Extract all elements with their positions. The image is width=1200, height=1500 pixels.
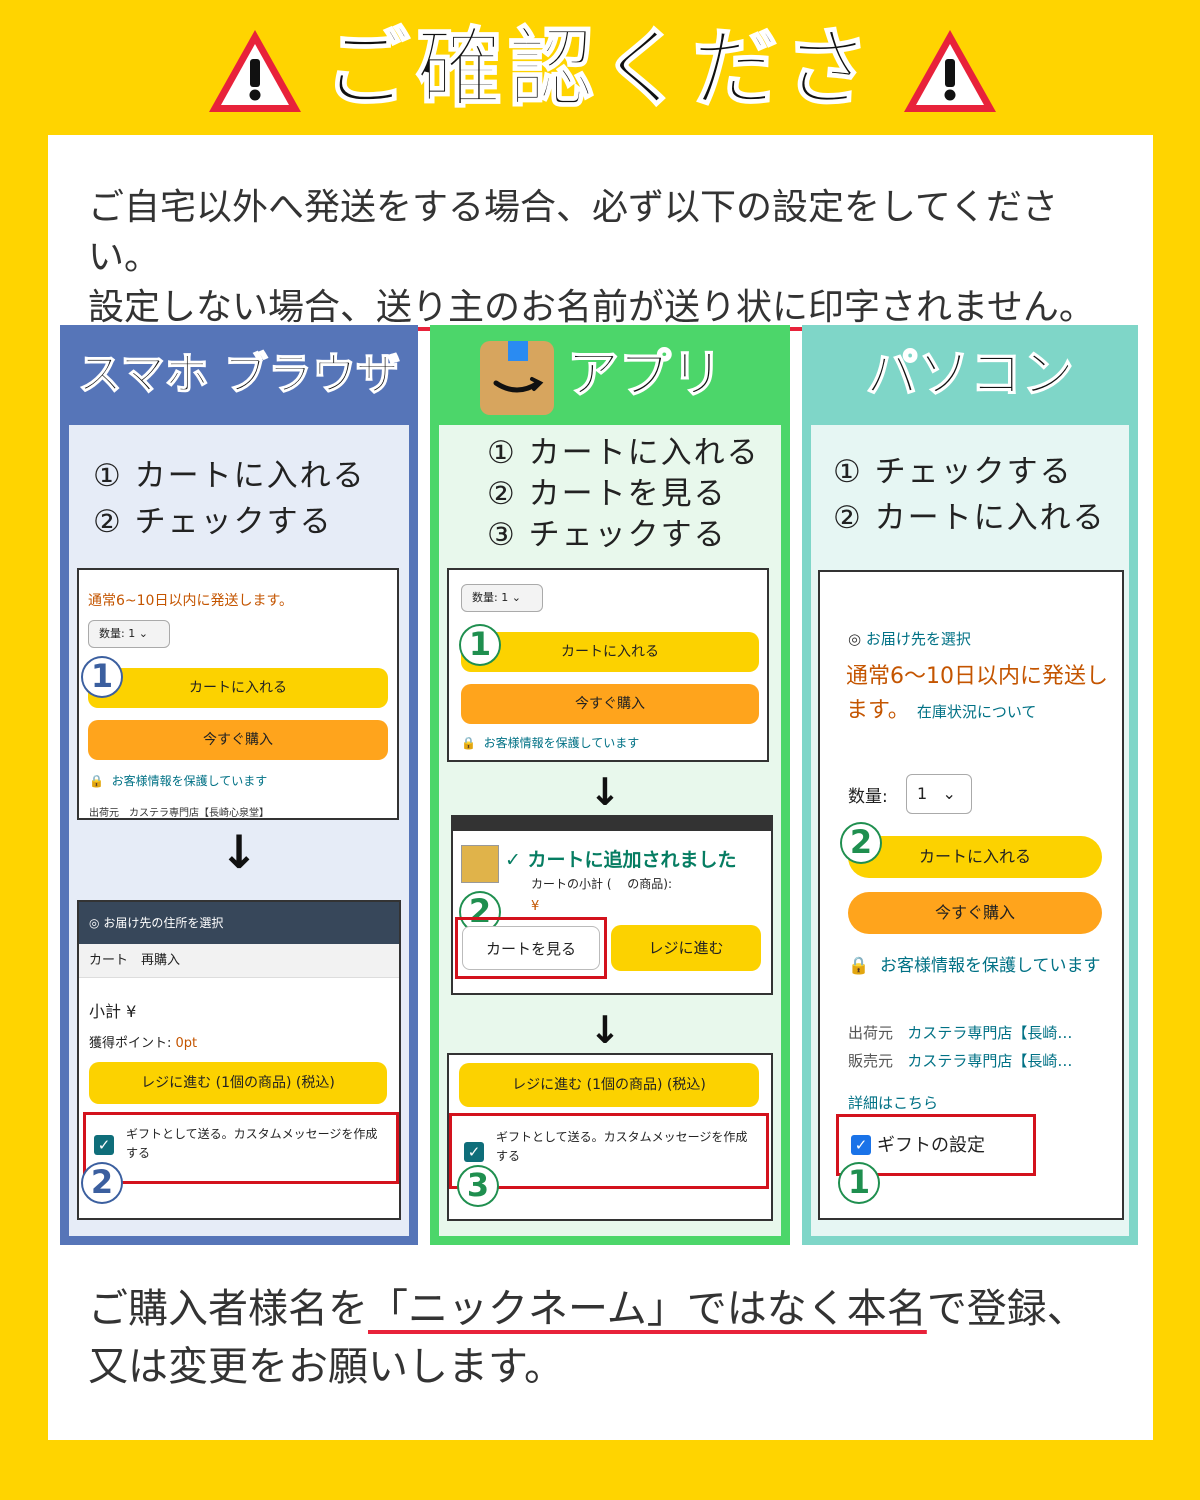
step-badge-1: 1 [840, 1164, 878, 1202]
app-steps: ① カートに入れる ② カートを見る ③ チェックする [487, 435, 760, 553]
view-cart-highlight: カートを見る [455, 917, 607, 979]
outro-emphasis: 「ニックネーム」ではなく本名 [368, 1286, 927, 1332]
browser-product-screen: 通常6~10日以内に発送します。 数量: 1 ⌄ カートに入れる 1 今すぐ購入… [77, 568, 399, 820]
checkmark-icon: ✓ [505, 849, 521, 871]
browser-steps: ① カートに入れる ② チェックする [93, 458, 366, 540]
intro-line-2: 設定しない場合、送り主のお名前が送り状に印字されません。 [88, 287, 1095, 328]
shipper-row: 出荷元 カステラ専門店【長崎… [848, 1024, 1073, 1042]
app-column-title: アプリ [566, 344, 724, 406]
gift-highlight-box: ✓ ギフトとして送る。カスタムメッセージを作成する [449, 1113, 769, 1189]
chevron-down-icon: ⌄ [942, 784, 956, 803]
cart-subtotal-text: カートの小計 ( の商品): [531, 877, 673, 891]
buy-now-button[interactable]: 今すぐ購入 [848, 892, 1102, 934]
browser-column: スマホ ブラウザ ① カートに入れる ② チェックする 通常6~10日以内に発送… [60, 325, 418, 1245]
shipper-text: 出荷元 カステラ専門店【長崎心泉堂】 [89, 808, 269, 819]
page-title: ご確認ください [323, 18, 876, 230]
ship-text: 通常6～10日以内に発送します。 在庫状況について [846, 664, 1108, 723]
buy-now-button[interactable]: 今すぐ購入 [88, 720, 388, 760]
gift-checkbox[interactable]: ✓ [94, 1135, 114, 1155]
address-bar[interactable]: ◎ お届け先の住所を選択 [79, 902, 399, 944]
buy-now-button[interactable]: 今すぐ購入 [461, 684, 759, 724]
step-badge-3: 3 [459, 1167, 497, 1205]
gift-highlight-box: ✓ ギフトの設定 [836, 1114, 1036, 1176]
secure-text: 🔒 お客様情報を保護しています [461, 736, 640, 750]
browser-column-title: スマホ ブラウザ [77, 348, 401, 401]
secure-text: 🔒 お客様情報を保護しています [89, 774, 268, 788]
warning-triangle-icon [209, 30, 301, 112]
pc-column-body: ① チェックする ② カートに入れる ◎ お届け先を選択 通常6～10日以内に発… [811, 425, 1129, 1236]
product-thumbnail [461, 845, 499, 883]
step-badge-2: 2 [842, 824, 880, 862]
deliver-to-link[interactable]: ◎ お届け先を選択 [848, 630, 971, 648]
app-column-body: ① カートに入れる ② カートを見る ③ チェックする 数量: 1 ⌄ カートに… [439, 425, 781, 1236]
intro-emphasis: 送り主のお名前が送り状に印字されません。 [376, 287, 1095, 328]
add-to-cart-button[interactable]: カートに入れる [88, 668, 388, 708]
chevron-down-icon: ⌄ [511, 591, 521, 604]
content-panel: ご自宅以外へ発送をする場合、必ず以下の設定をしてください。 設定しない場合、送り… [48, 135, 1153, 1440]
intro-text: ご自宅以外へ発送をする場合、必ず以下の設定をしてください。 設定しない場合、送り… [88, 183, 1128, 333]
gift-label: ギフトとして送る。カスタムメッセージを作成する [126, 1127, 378, 1160]
location-pin-icon: ◎ [89, 916, 100, 930]
outro-line-1: ご購入者様名を「ニックネーム」ではなく本名で登録、 [88, 1286, 1087, 1332]
view-cart-button[interactable]: カートを見る [462, 926, 600, 970]
pc-column-title: パソコン [865, 344, 1075, 406]
pc-steps: ① チェックする ② カートに入れる [833, 454, 1106, 536]
ship-text: 通常6~10日以内に発送します。 [88, 593, 294, 609]
app-added-screen: ✓ カートに追加されました カートの小計 ( の商品): ¥ 2 カートを見る … [451, 815, 773, 995]
amazon-app-icon [480, 341, 554, 415]
app-cart-screen: レジに進む (1個の商品) (税込) ✓ ギフトとして送る。カスタムメッセージを… [447, 1053, 773, 1221]
down-arrow-icon: ↓ [219, 825, 259, 879]
outro-line-2: 又は変更をお願いします。 [88, 1344, 564, 1390]
app-column: アプリ ① カートに入れる ② カートを見る ③ チェックする 数量: 1 ⌄ … [430, 325, 790, 1245]
header-banner: ご確認ください [0, 0, 1200, 230]
lock-icon: 🔒 [461, 736, 476, 750]
quantity-select[interactable]: 数量: 1 ⌄ [461, 584, 543, 612]
browser-column-body: ① カートに入れる ② チェックする 通常6~10日以内に発送します。 数量: … [69, 425, 409, 1236]
quantity-select[interactable]: 数量: 1 ⌄ [88, 620, 170, 648]
seller-row: 販売元 カステラ専門店【長崎… [848, 1052, 1073, 1070]
quantity-select[interactable]: 1 ⌄ [906, 774, 972, 814]
gift-checkbox[interactable]: ✓ [464, 1142, 484, 1162]
down-arrow-icon: ↓ [589, 1008, 621, 1052]
location-pin-icon: ◎ [848, 630, 862, 648]
cart-tabs[interactable]: カート 再購入 [79, 944, 399, 978]
checkout-button[interactable]: レジに進む (1個の商品) (税込) [459, 1063, 759, 1107]
qty-label: 数量: [848, 787, 888, 807]
checkout-button[interactable]: レジに進む [611, 925, 761, 971]
add-to-cart-button[interactable]: カートに入れる [848, 836, 1102, 878]
lock-icon: 🔒 [848, 956, 870, 976]
app-product-screen: 数量: 1 ⌄ カートに入れる 1 今すぐ購入 🔒 お客様情報を保護しています [447, 568, 769, 762]
gift-label: ギフトとして送る。カスタムメッセージを作成する [496, 1130, 748, 1163]
warning-triangle-icon [904, 30, 996, 112]
subtotal-text: 小計 ¥ [89, 1002, 137, 1021]
chevron-down-icon: ⌄ [138, 627, 148, 640]
points-text: 獲得ポイント: 0pt [89, 1036, 198, 1051]
pc-product-screen: ◎ お届け先を選択 通常6～10日以内に発送します。 在庫状況について 数量: … [818, 570, 1124, 1220]
details-link[interactable]: 詳細はこちら [848, 1094, 939, 1112]
step-badge-1: 1 [461, 626, 499, 664]
gift-label: ギフトの設定 [877, 1135, 985, 1156]
step-badge-2: 2 [83, 1164, 121, 1202]
cart-price: ¥ [531, 899, 540, 914]
outro-text: ご購入者様名を「ニックネーム」ではなく本名で登録、 又は変更をお願いします。 [88, 1280, 1128, 1396]
add-to-cart-button[interactable]: カートに入れる [461, 632, 759, 672]
lock-icon: 🔒 [89, 774, 104, 788]
down-arrow-icon: ↓ [589, 770, 621, 814]
gift-highlight-box: ✓ ギフトとして送る。カスタムメッセージを作成する [83, 1112, 399, 1184]
step-badge-1: 1 [83, 658, 121, 696]
intro-line-1: ご自宅以外へ発送をする場合、必ず以下の設定をしてください。 [88, 187, 1058, 278]
added-message: ✓ カートに追加されました [505, 849, 737, 871]
secure-text: 🔒 お客様情報を保護しています [848, 956, 1101, 976]
checkout-button[interactable]: レジに進む (1個の商品) (税込) [89, 1062, 387, 1104]
gift-checkbox[interactable]: ✓ [851, 1135, 871, 1155]
pc-column: パソコン ① チェックする ② カートに入れる ◎ お届け先を選択 通常6～10… [802, 325, 1138, 1245]
browser-cart-screen: ◎ お届け先の住所を選択 カート 再購入 小計 ¥ 獲得ポイント: 0pt レジ… [77, 900, 401, 1220]
